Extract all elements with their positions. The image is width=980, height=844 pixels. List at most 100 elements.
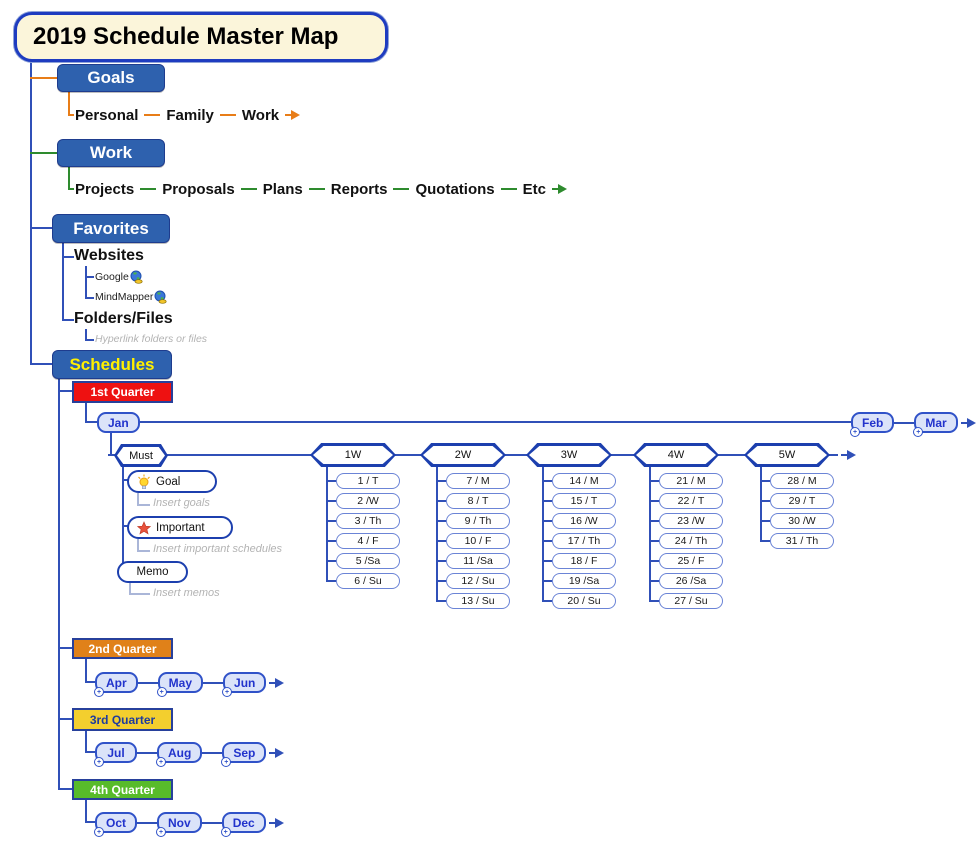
month-node-oct[interactable]: +Oct xyxy=(94,812,138,837)
day-node[interactable]: 18 / F xyxy=(552,552,616,569)
memo-hint[interactable]: Insert memos xyxy=(153,587,220,599)
day-node[interactable]: 15 / T xyxy=(552,492,616,509)
collapse-indicator-icon[interactable]: + xyxy=(850,427,860,437)
goal-child-work[interactable]: Work xyxy=(242,107,279,124)
collapse-indicator-icon[interactable]: + xyxy=(220,827,231,837)
collapse-indicator-icon[interactable]: + xyxy=(222,687,233,697)
connector-line xyxy=(894,421,915,424)
day-node[interactable]: 28 / M xyxy=(770,472,834,489)
day-node[interactable]: 9 / Th xyxy=(446,512,510,529)
website-link-label: MindMapper xyxy=(95,291,154,303)
day-node[interactable]: 11 /Sa xyxy=(446,552,510,569)
connector-line xyxy=(85,729,87,752)
website-link-label: Google xyxy=(95,271,129,283)
goal-node[interactable]: Goal xyxy=(127,470,217,493)
day-node[interactable]: 26 /Sa xyxy=(659,572,723,589)
work-child-plans[interactable]: Plans xyxy=(263,181,303,198)
month-node-mar[interactable]: +Mar xyxy=(913,412,958,437)
collapse-indicator-icon[interactable]: + xyxy=(156,827,167,837)
week-node-fill xyxy=(529,446,609,464)
topic-work[interactable]: Work xyxy=(57,139,165,167)
day-node[interactable]: 8 / T xyxy=(446,492,510,509)
work-child-projects[interactable]: Projects xyxy=(75,181,134,198)
collapse-indicator-icon[interactable]: + xyxy=(94,827,104,837)
day-node[interactable]: 22 / T xyxy=(659,492,723,509)
month-node-jul[interactable]: +Jul xyxy=(94,742,137,767)
website-link-google[interactable]: Google xyxy=(95,270,143,284)
day-node[interactable]: 5 /Sa xyxy=(336,552,400,569)
collapse-indicator-icon[interactable]: + xyxy=(156,687,167,697)
topic-schedules[interactable]: Schedules xyxy=(52,350,172,379)
month-node-may[interactable]: +May xyxy=(156,672,204,697)
month-node-dec[interactable]: +Dec xyxy=(220,812,266,837)
month-node-nov[interactable]: +Nov xyxy=(156,812,202,837)
day-node[interactable]: 14 / M xyxy=(552,472,616,489)
connector-line xyxy=(108,454,115,456)
week-node-3w[interactable]: 3W xyxy=(526,443,612,467)
day-node[interactable]: 24 / Th xyxy=(659,532,723,549)
favorites-folders-label[interactable]: Folders/Files xyxy=(74,310,173,327)
day-node[interactable]: 16 /W xyxy=(552,512,616,529)
branch-arrow-icon xyxy=(551,184,567,194)
collapse-indicator-icon[interactable]: + xyxy=(156,757,166,767)
day-node[interactable]: 31 / Th xyxy=(770,532,834,549)
goal-child-personal[interactable]: Personal xyxy=(75,107,138,124)
month-node-feb[interactable]: +Feb xyxy=(850,412,895,437)
day-node[interactable]: 23 /W xyxy=(659,512,723,529)
work-child-quotations[interactable]: Quotations xyxy=(415,181,494,198)
collapse-indicator-icon[interactable]: + xyxy=(913,427,924,437)
month-node-aug[interactable]: +Aug xyxy=(156,742,203,767)
day-node[interactable]: 21 / M xyxy=(659,472,723,489)
day-node[interactable]: 27 / Su xyxy=(659,592,723,609)
work-child-reports[interactable]: Reports xyxy=(331,181,388,198)
memo-node[interactable]: Memo xyxy=(117,561,188,583)
root-topic[interactable]: 2019 Schedule Master Map xyxy=(14,12,388,62)
week-node-2w[interactable]: 2W xyxy=(420,443,506,467)
quarter-1-bar[interactable]: 1st Quarter xyxy=(72,381,173,403)
connector-line xyxy=(436,520,446,522)
month-node-apr[interactable]: +Apr xyxy=(94,672,138,697)
day-node[interactable]: 19 /Sa xyxy=(552,572,616,589)
work-child-proposals[interactable]: Proposals xyxy=(162,181,235,198)
folders-hint[interactable]: Hyperlink folders or files xyxy=(95,333,208,345)
quarter-3-bar[interactable]: 3rd Quarter xyxy=(72,708,173,731)
day-node[interactable]: 7 / M xyxy=(446,472,510,489)
day-node[interactable]: 30 /W xyxy=(770,512,834,529)
day-node[interactable]: 1 / T xyxy=(336,472,400,489)
day-node[interactable]: 29 / T xyxy=(770,492,834,509)
collapse-indicator-icon[interactable]: + xyxy=(221,757,232,767)
week-node-5w[interactable]: 5W xyxy=(744,443,830,467)
day-node[interactable]: 12 / Su xyxy=(446,572,510,589)
important-hint[interactable]: Insert important schedules xyxy=(153,543,283,555)
month-node-jun[interactable]: +Jun xyxy=(222,672,267,697)
day-node[interactable]: 4 / F xyxy=(336,532,400,549)
day-node[interactable]: 17 / Th xyxy=(552,532,616,549)
topic-goals[interactable]: Goals xyxy=(57,64,165,92)
quarter-4-bar[interactable]: 4th Quarter xyxy=(72,779,173,800)
must-node-fill xyxy=(117,447,165,464)
favorites-websites-label[interactable]: Websites xyxy=(74,247,144,264)
day-node[interactable]: 13 / Su xyxy=(446,592,510,609)
collapse-indicator-icon[interactable]: + xyxy=(94,687,104,697)
important-node[interactable]: Important xyxy=(127,516,233,539)
day-node[interactable]: 20 / Su xyxy=(552,592,616,609)
day-node[interactable]: 2 /W xyxy=(336,492,400,509)
connector-line xyxy=(85,276,94,278)
week-node-1w[interactable]: 1W xyxy=(310,443,396,467)
day-node[interactable]: 3 / Th xyxy=(336,512,400,529)
month-node-jan[interactable]: Jan xyxy=(97,412,140,433)
branch-arrow-icon xyxy=(269,677,285,688)
day-node[interactable]: 6 / Su xyxy=(336,572,400,589)
day-node[interactable]: 25 / F xyxy=(659,552,723,569)
week-node-4w[interactable]: 4W xyxy=(633,443,719,467)
quarter-2-bar[interactable]: 2nd Quarter xyxy=(72,638,173,659)
work-child-etc[interactable]: Etc xyxy=(523,181,546,198)
goal-hint[interactable]: Insert goals xyxy=(153,497,210,509)
collapse-indicator-icon[interactable]: + xyxy=(94,757,104,767)
goal-child-family[interactable]: Family xyxy=(166,107,214,124)
must-node[interactable]: Must xyxy=(114,444,168,467)
day-node[interactable]: 10 / F xyxy=(446,532,510,549)
month-node-sep[interactable]: +Sep xyxy=(221,742,267,767)
topic-favorites[interactable]: Favorites xyxy=(52,214,170,243)
website-link-mindmapper[interactable]: MindMapper xyxy=(95,290,167,304)
